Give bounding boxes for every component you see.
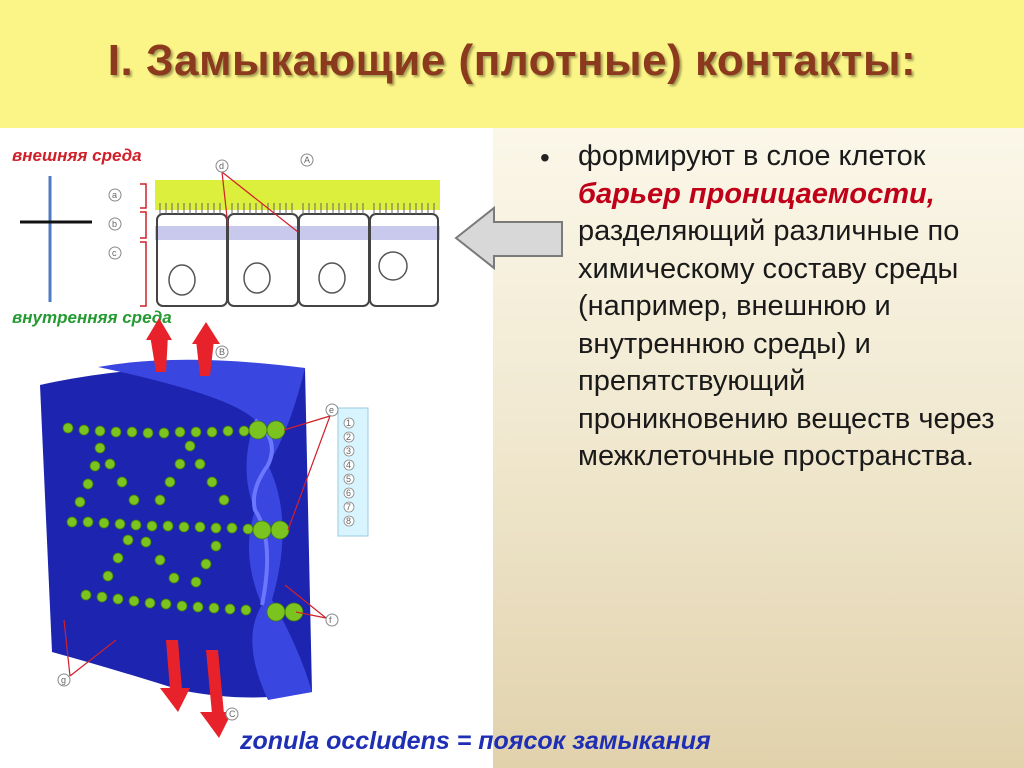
epithelium-diagram: a b c d A (108, 153, 440, 307)
footer-caption: zonula occludens = поясок замыкания (240, 727, 711, 755)
marker-d-text: d (219, 161, 224, 171)
arrow-out-2 (206, 650, 224, 714)
marker-c (108, 246, 122, 260)
marker-b (108, 217, 122, 231)
legend-7: 7 (346, 502, 351, 512)
axis-cross-icon (20, 176, 92, 302)
legend-2: 2 (346, 432, 351, 442)
glycocalyx-layer (155, 180, 440, 210)
marker-A (300, 153, 314, 167)
membrane-diagram: 1 2 3 4 5 6 7 8 B C e f g (40, 318, 369, 738)
bullet-tail: разделяющий различные по химическому сос… (578, 215, 995, 472)
marker-e (325, 403, 339, 417)
legend-6: 6 (346, 488, 351, 498)
marker-d (215, 159, 229, 173)
slide-title: I. Замыкающие (плотные) контакты: (107, 36, 917, 85)
membrane-markers (57, 345, 339, 721)
legend-1: 1 (346, 418, 351, 428)
marker-a (108, 188, 122, 202)
marker-c-text: c (112, 248, 117, 258)
marker-C (225, 707, 239, 721)
marker-f-text: f (329, 615, 332, 625)
bullet-text: формируют в слое клеток барьер проницаем… (578, 138, 1008, 476)
membrane-pointer-lines (63, 415, 331, 677)
legend-3: 3 (346, 446, 351, 456)
arrow-left-icon (454, 205, 563, 271)
marker-g-text: g (61, 675, 66, 685)
nucleus-1 (168, 264, 196, 296)
nucleus-3 (318, 262, 346, 294)
nucleus-4 (378, 251, 408, 281)
nuclei (168, 251, 408, 296)
figure-markers (108, 153, 314, 260)
marker-f (325, 613, 339, 627)
protein-strands (62, 420, 304, 622)
arrow-in-1 (150, 335, 168, 372)
legend-5: 5 (346, 474, 351, 484)
legend-8: 8 (346, 516, 351, 526)
marker-A-text: A (304, 155, 310, 165)
arrow-in-2 (196, 340, 214, 376)
pointer-lines (221, 171, 299, 233)
legend-4: 4 (346, 460, 351, 470)
marker-B (215, 345, 229, 359)
marker-b-text: b (112, 219, 117, 229)
label-inner-environment: внутренняя среда (12, 308, 172, 327)
label-outer-environment: внешняя среда (12, 146, 142, 165)
marker-C-text: C (229, 709, 236, 719)
marker-B-text: B (219, 347, 225, 357)
microvilli (159, 203, 435, 214)
legend-strip (337, 407, 369, 537)
title-band (0, 0, 1024, 128)
bullet-marker: • (540, 142, 550, 173)
text-panel (493, 128, 1024, 768)
arrow-out-1 (166, 640, 182, 690)
bullet-highlight: барьер проницаемости, (578, 177, 935, 210)
marker-g (57, 673, 71, 687)
layer-brackets (140, 183, 147, 307)
bullet-lead: формируют в слое клеток (578, 140, 926, 172)
nucleus-2 (243, 262, 271, 294)
marker-e-text: e (329, 405, 334, 415)
legend-markers (343, 417, 355, 527)
marker-a-text: a (112, 190, 117, 200)
